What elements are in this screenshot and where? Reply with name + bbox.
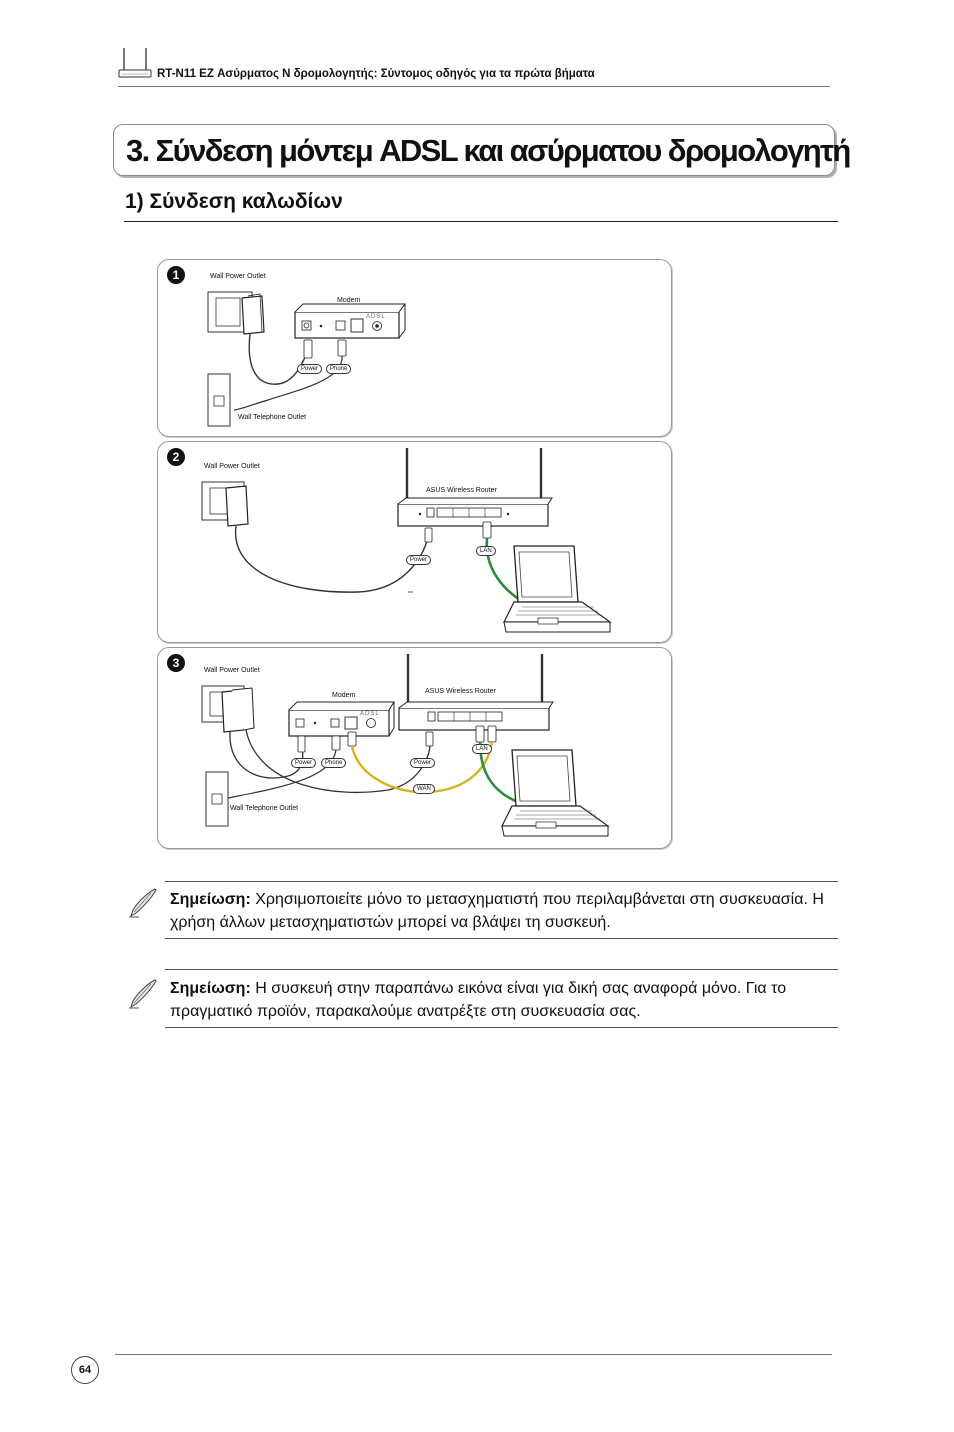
label-modem: Modem [332, 692, 356, 699]
pen-icon [129, 979, 157, 1009]
step-number-badge: 3 [167, 654, 185, 672]
note-divider [165, 1027, 838, 1028]
panel-1-illustration [207, 291, 406, 427]
label-router: ASUS Wireless Router [426, 487, 497, 494]
panel-3-illustration [201, 654, 610, 837]
page-title: 3. Σύνδεση μόντεμ ADSL και ασύρματου δρο… [126, 133, 851, 168]
note-divider [165, 969, 838, 970]
label-modem-brand: ADSL [360, 711, 380, 717]
diagram-panel-2: 2 Wall Power Outlet [157, 441, 672, 643]
label-modem: Modem [337, 297, 361, 304]
tag-lan: LAN [476, 546, 496, 556]
page-number: 64 [71, 1356, 99, 1384]
tag-phone: Phone [326, 364, 352, 374]
note-label: Σημείωση: [170, 891, 251, 908]
note-1: Σημείωση: Χρησιμοποιείτε μόνο το μετασχη… [170, 888, 835, 934]
step-number-badge: 1 [167, 266, 185, 284]
label-wall-power-outlet: Wall Power Outlet [204, 463, 260, 470]
pen-icon [129, 888, 157, 918]
diagram-panel-1: 1 Wall Power Outlet Modem ADSL Power Pho… [157, 259, 672, 437]
header-text: RT-N11 EZ Ασύρματος N δρομολογητής: Σύντ… [157, 68, 595, 80]
footer-divider [115, 1354, 832, 1355]
label-modem-brand: ADSL [366, 314, 386, 320]
tag-phone: Phone [321, 758, 347, 768]
label-wall-power-outlet: Wall Power Outlet [204, 667, 260, 674]
note-label: Σημείωση: [170, 980, 251, 997]
label-wall-power-outlet: Wall Power Outlet [210, 273, 266, 280]
note-2: Σημείωση: Η συσκευή στην παραπάνω εικόνα… [170, 977, 835, 1023]
tag-lan: LAN [472, 744, 492, 754]
tag-power-router: Power [410, 758, 436, 768]
note-body: Χρησιμοποιείτε μόνο το μετασχηματιστή πο… [170, 891, 824, 931]
diagram-panel-3: 3 [157, 647, 672, 849]
step-number-badge: 2 [167, 448, 185, 466]
tag-power-modem: Power [291, 758, 317, 768]
tag-wan: WAN [413, 784, 435, 794]
header-divider [118, 86, 830, 87]
subtitle-divider [124, 221, 838, 222]
section-subtitle: 1) Σύνδεση καλωδίων [125, 190, 343, 213]
note-divider [165, 938, 838, 939]
panel-2-illustration [201, 448, 612, 633]
title-frame [113, 124, 835, 176]
note-body: Η συσκευή στην παραπάνω εικόνα είναι για… [170, 980, 787, 1020]
router-icon [118, 48, 152, 78]
note-divider [165, 881, 838, 882]
tag-power: Power [297, 364, 323, 374]
label-wall-telephone-outlet: Wall Telephone Outlet [230, 805, 299, 812]
label-wall-telephone-outlet: Wall Telephone Outlet [238, 414, 307, 421]
label-router: ASUS Wireless Router [425, 688, 496, 695]
tag-power: Power [406, 555, 432, 565]
